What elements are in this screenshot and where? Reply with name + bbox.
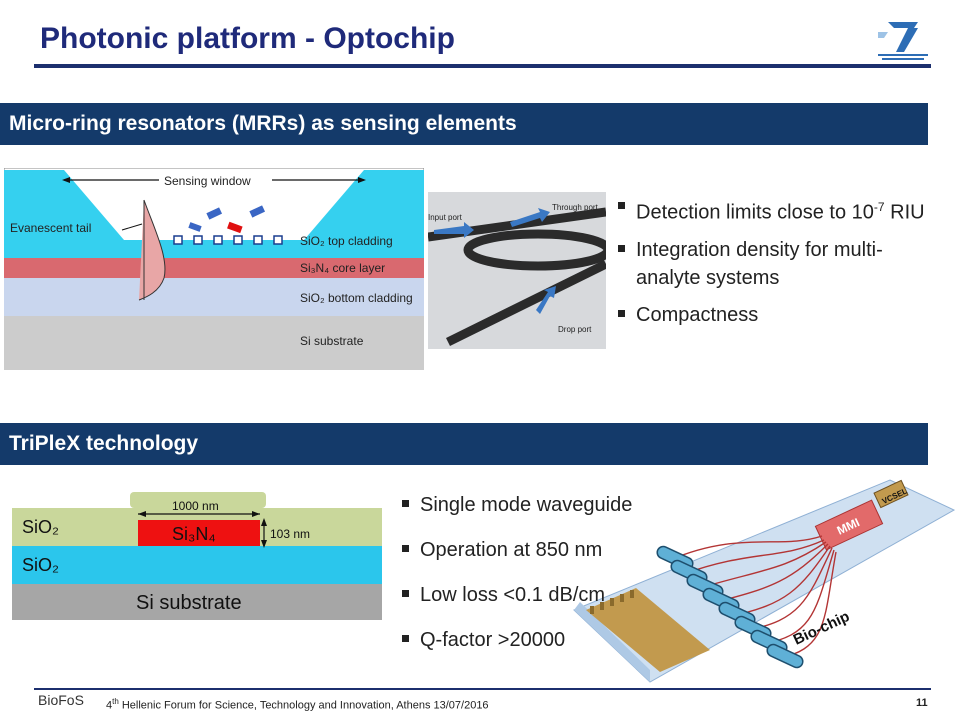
- bullet-operation-wavelength: Operation at 850 nm: [400, 536, 632, 564]
- section-heading-mrr: Micro-ring resonators (MRRs) as sensing …: [0, 103, 928, 145]
- triplex-bullet-list: Single mode waveguide Operation at 850 n…: [400, 491, 632, 671]
- bullet-q-factor: Q-factor >20000: [400, 626, 632, 654]
- mrr-cross-section-diagram: Sensing window Evanescent tail SiO₂ top …: [4, 168, 424, 370]
- bullet-detection-limits: Detection limits close to 10-7 RIU: [616, 193, 925, 227]
- height-label: 103 nm: [270, 527, 310, 541]
- bio-chip-illustration: VCSEL MMI Bio-chip: [573, 479, 956, 683]
- footer-divider: [34, 688, 931, 690]
- bio-chip-label: Bio-chip: [791, 608, 853, 649]
- sio2-top-label: SiO₂: [22, 517, 59, 537]
- bullet-low-loss: Low loss <0.1 dB/cm: [400, 581, 632, 609]
- top-cladding-label: SiO₂ top cladding: [300, 234, 393, 248]
- footer-text: 4th Hellenic Forum for Science, Technolo…: [106, 697, 489, 712]
- through-port-label: Through port: [552, 203, 599, 212]
- bottom-cladding-label: SiO₂ bottom cladding: [300, 291, 413, 305]
- biofos-logo: BioFoS: [38, 692, 84, 708]
- sensing-window-label: Sensing window: [164, 174, 251, 188]
- triplex-cross-section-diagram: 1000 nm 103 nm SiO₂ Si₃N₄ SiO₂ Si substr…: [12, 492, 382, 620]
- substrate-label: Si substrate: [300, 334, 364, 348]
- core-label: Si₃N₄: [172, 524, 216, 544]
- width-label: 1000 nm: [172, 499, 219, 513]
- section-heading-triplex: TriPleX technology: [0, 423, 928, 465]
- core-layer-label: Si₃N₄ core layer: [300, 261, 385, 275]
- drop-port-label: Drop port: [558, 325, 592, 334]
- page-title: Photonic platform - Optochip: [40, 22, 455, 55]
- evanescent-tail-label: Evanescent tail: [10, 221, 91, 235]
- bullet-compactness: Compactness: [616, 301, 925, 329]
- micro-ring-resonator-image: Input port Through port Drop port: [428, 192, 606, 349]
- sio2-bottom-label: SiO₂: [22, 555, 59, 575]
- si-substrate-label: Si substrate: [136, 592, 242, 614]
- fp7-logo: [874, 18, 932, 62]
- bullet-single-mode: Single mode waveguide: [400, 491, 632, 519]
- page-number: 11: [916, 697, 928, 709]
- title-divider: [34, 64, 931, 68]
- mrr-bullet-list: Detection limits close to 10-7 RIU Integ…: [616, 193, 925, 338]
- input-port-label: Input port: [428, 213, 463, 222]
- bullet-integration-density: Integration density for multi-analyte sy…: [616, 236, 886, 292]
